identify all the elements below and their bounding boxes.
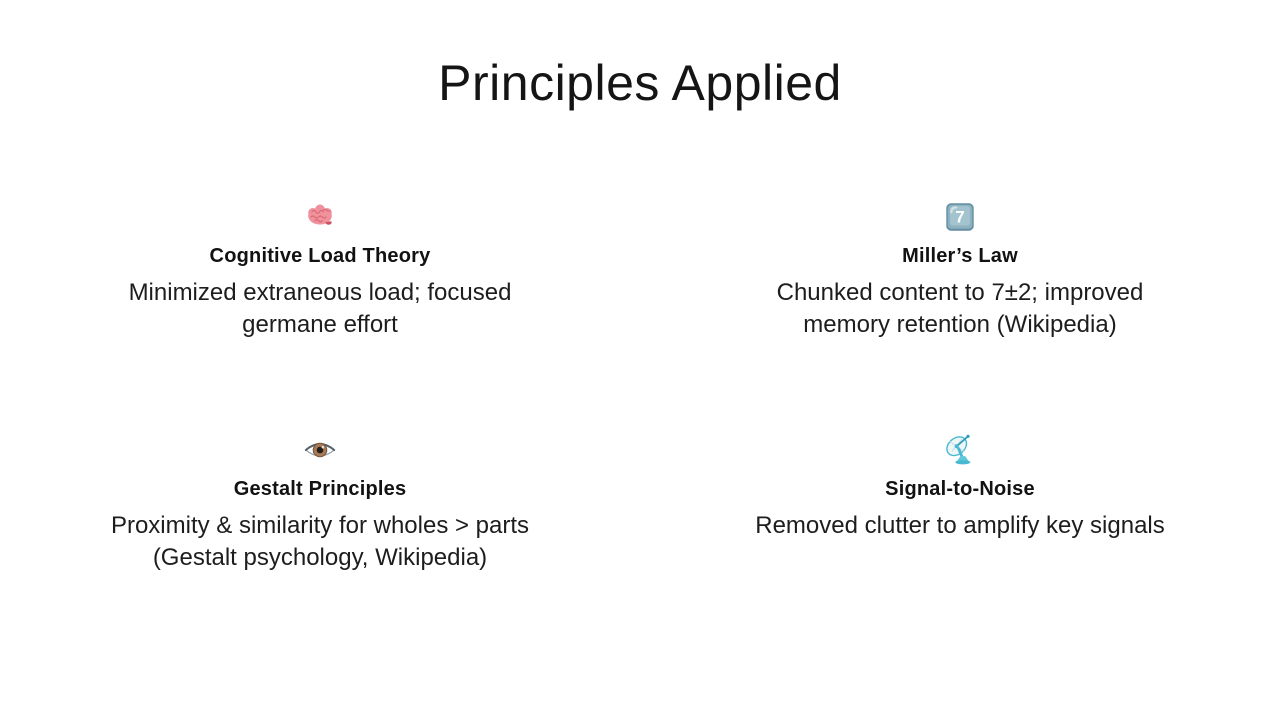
page-title: Principles Applied [438, 55, 842, 111]
satellite-antenna-icon [946, 434, 971, 465]
eye-icon [304, 442, 336, 458]
principle-heading: Cognitive Load Theory [209, 245, 431, 267]
principle-card-millers-law: 7 Miller’s Law Chunked content to 7±2; i… [670, 200, 1250, 341]
principle-card-cognitive-load: Cognitive Load Theory Minimized extraneo… [30, 200, 610, 341]
principle-description: Chunked content to 7±2; improved memory … [776, 279, 1144, 338]
principles-grid: Cognitive Load Theory Minimized extraneo… [0, 200, 1280, 574]
principle-heading: Signal-to-Noise [885, 477, 1035, 500]
principle-heading: Miller’s Law [902, 245, 1018, 267]
principle-description: Removed clutter to amplify key signals [755, 511, 1165, 539]
principle-heading: Gestalt Principles [233, 477, 407, 500]
svg-text:7: 7 [955, 208, 964, 227]
brain-icon [308, 204, 332, 225]
principle-card-gestalt: Gestalt Principles Proximity & similarit… [30, 433, 610, 574]
principle-description: Minimized extraneous load; focused germa… [128, 279, 512, 338]
principle-description: Proximity & similarity for wholes > part… [110, 511, 530, 571]
keycap-7-icon: 7 [946, 203, 974, 231]
principle-card-signal-to-noise: Signal-to-Noise Removed clutter to ampli… [670, 433, 1250, 574]
